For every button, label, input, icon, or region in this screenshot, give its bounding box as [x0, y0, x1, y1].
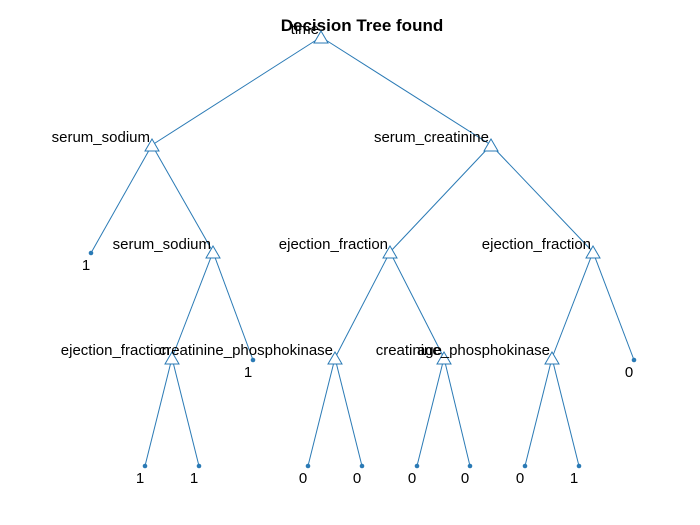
tree-branches	[90, 36, 635, 467]
diagram-title: Decision Tree found	[281, 16, 443, 35]
leaf-node-marker	[359, 463, 365, 469]
tree-branch	[389, 144, 492, 253]
leaf-class-label: 1	[136, 470, 144, 487]
leaf-node-marker	[142, 463, 148, 469]
tree-branch	[490, 144, 594, 253]
leaf-node-marker	[576, 463, 582, 469]
tree-branch	[592, 251, 635, 361]
leaf-class-label: 1	[82, 257, 90, 274]
leaf-class-label: 1	[190, 470, 198, 487]
decision-node-marker	[205, 245, 221, 259]
leaf-class-label: 0	[516, 470, 524, 487]
decision-node-label: serum_sodium	[113, 236, 211, 253]
tree-branch	[212, 251, 254, 361]
tree-branch	[524, 357, 553, 467]
leaf-class-label: 0	[625, 364, 633, 381]
leaf-node-marker	[88, 250, 94, 256]
leaf-class-label: 0	[408, 470, 416, 487]
tree-branch	[171, 251, 214, 359]
tree-branch	[416, 357, 445, 467]
leaf-class-label: 1	[244, 364, 252, 381]
decision-node-label: time	[291, 21, 319, 38]
decision-node-marker	[382, 245, 398, 259]
decision-node-marker	[164, 351, 180, 365]
tree-branch	[151, 36, 322, 146]
decision-node-label: ejection_fraction	[61, 342, 170, 359]
decision-node-label: serum_creatinine	[374, 129, 489, 146]
leaf-class-label: 0	[353, 470, 361, 487]
decision-node-label: creatinine_phosphokinase	[159, 342, 333, 359]
decision-node-label: serum_sodium	[52, 129, 150, 146]
tree-branch	[90, 144, 153, 254]
leaf-class-label: 0	[461, 470, 469, 487]
decision-node-label: age	[417, 342, 442, 359]
leaf-node-marker	[467, 463, 473, 469]
leaf-class-label: 1	[570, 470, 578, 487]
decision-node-label: ejection_fraction	[279, 236, 388, 253]
decision-node-marker	[483, 138, 499, 152]
leaf-node-marker	[305, 463, 311, 469]
decision-node-marker	[585, 245, 601, 259]
decision-node-label: creatinine_phosphokinase	[376, 342, 550, 359]
tree-branch	[151, 144, 214, 253]
leaf-node-marker	[250, 357, 256, 363]
decision-node-marker	[327, 351, 343, 365]
tree-branch	[171, 357, 200, 467]
tree-branch	[144, 357, 173, 467]
decision-node-marker	[313, 30, 329, 44]
leaf-class-label: 0	[299, 470, 307, 487]
decision-node-marker	[144, 138, 160, 152]
tree-branch	[551, 357, 580, 467]
tree-branch	[334, 357, 363, 467]
tree-branch	[307, 357, 336, 467]
leaf-node-marker	[522, 463, 528, 469]
tree-nodes: 1 1 1 ejection_fraction 1 serum_sodium serum_s…	[52, 21, 637, 487]
leaf-node-marker	[631, 357, 637, 363]
leaf-node-marker	[414, 463, 420, 469]
decision-node-label: ejection_fraction	[482, 236, 591, 253]
tree-branch	[443, 357, 471, 467]
decision-node-marker	[436, 351, 452, 365]
leaf-node-marker	[196, 463, 202, 469]
tree-branch	[320, 36, 492, 146]
tree-branch	[389, 251, 445, 359]
decision-node-marker	[544, 351, 560, 365]
tree-branch	[551, 251, 594, 359]
tree-branch	[334, 251, 391, 359]
